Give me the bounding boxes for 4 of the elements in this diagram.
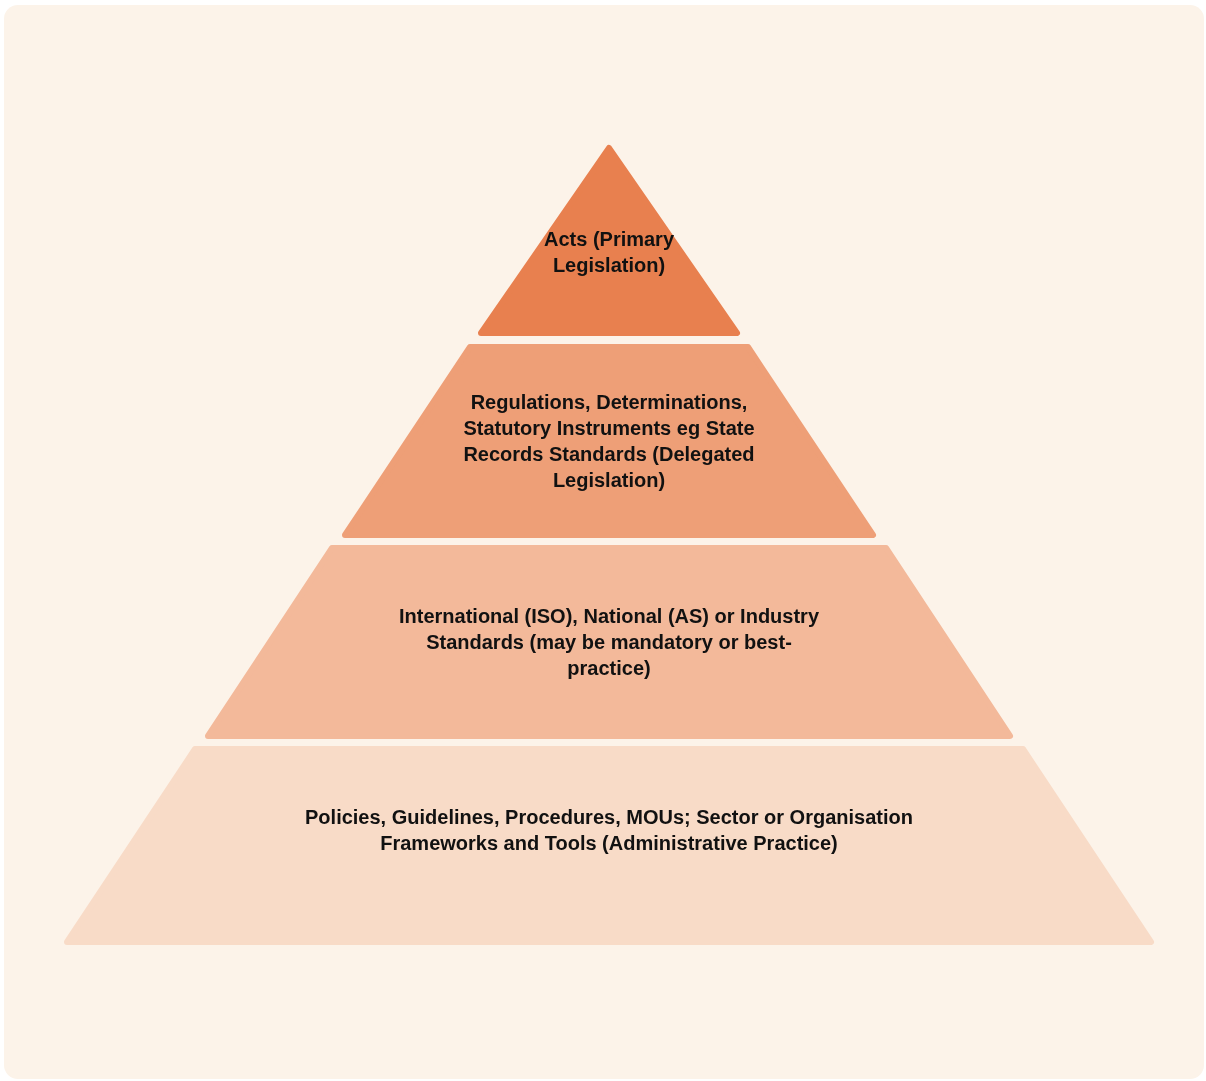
tier-label: Acts (Primary Legislation) [542, 227, 676, 278]
tier-label: Policies, Guidelines, Procedures, MOUs; Sector or Organisation Frameworks and Tools (Administrative Practice) [304, 805, 914, 856]
tier-label: Regulations, Determinations, Statutory Instruments eg State Records Standards (Delegated Legislation) [462, 390, 756, 493]
tier-label: International (ISO), National (AS) or Industry Standards (may be mandatory or best-practice) [398, 604, 820, 681]
